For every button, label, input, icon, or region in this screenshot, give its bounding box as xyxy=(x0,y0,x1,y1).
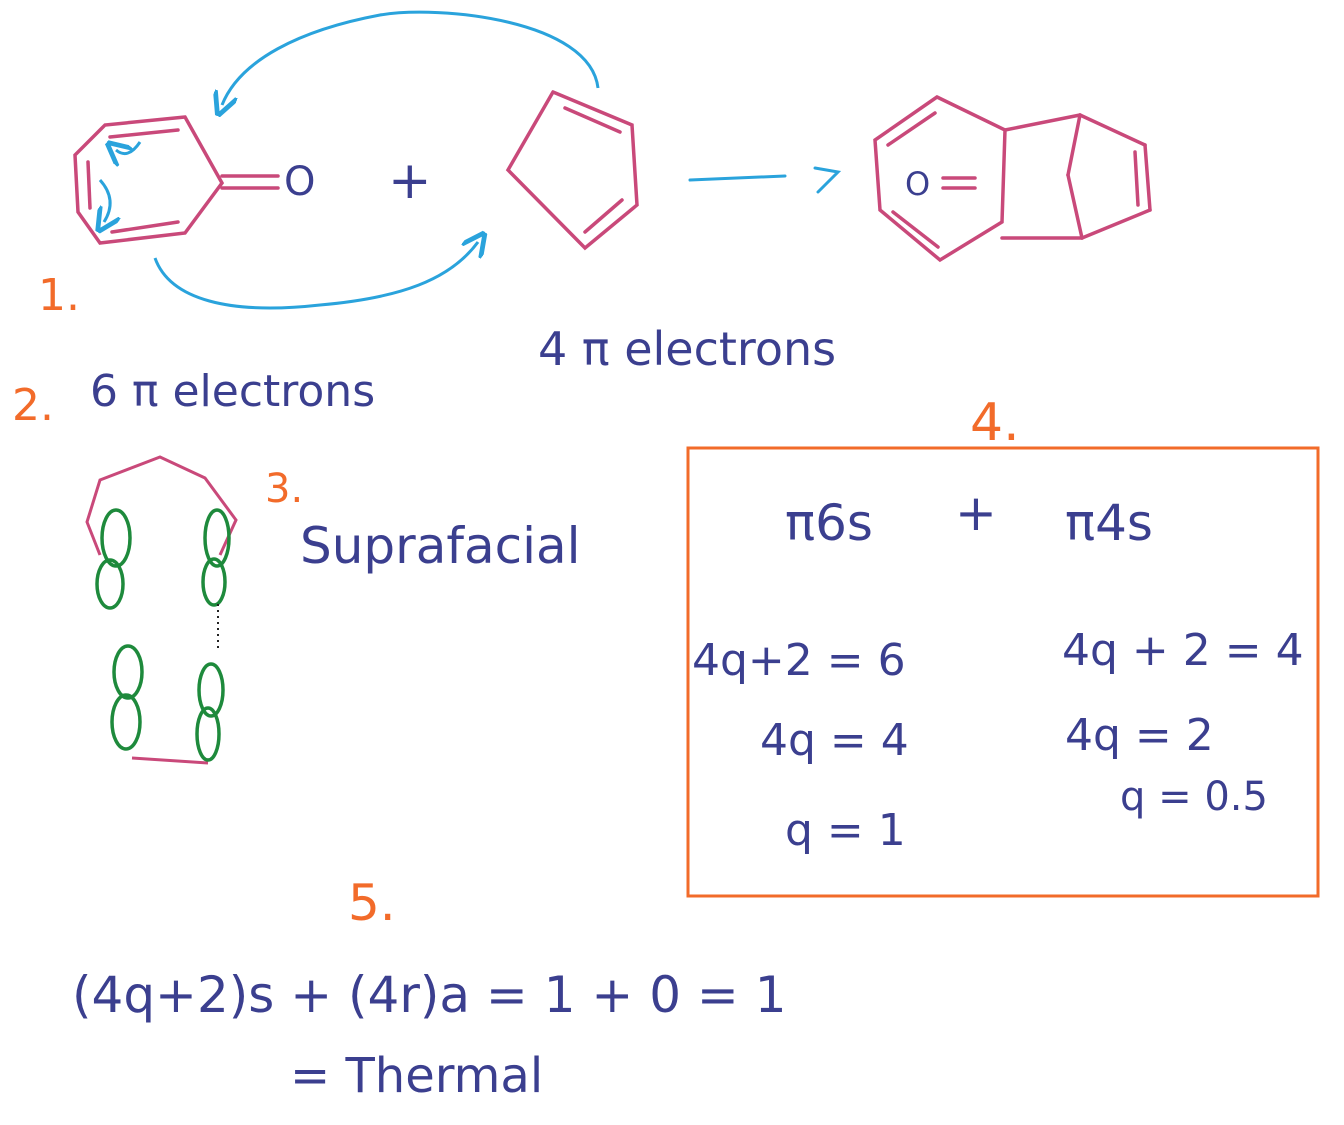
arrow-bottom xyxy=(153,242,478,310)
orbital-diagram xyxy=(85,455,238,765)
product-right-2 xyxy=(1143,143,1152,212)
tropone-oxygen: O xyxy=(284,159,315,205)
box-right-term: π4s xyxy=(1065,494,1153,552)
tropone-double-bond-left xyxy=(86,160,92,210)
cyclopentadiene-double-bond-1 xyxy=(563,106,622,134)
electron-push-arrows xyxy=(100,142,142,222)
box-left-eq-3: q = 1 xyxy=(785,805,906,856)
selection-rule-box xyxy=(686,446,1320,898)
cyclopentadiene-double-bond-2 xyxy=(583,198,624,234)
p-orbital-lobe xyxy=(203,508,231,568)
tropone-double-bond-bottom xyxy=(110,220,180,234)
product-bridge-top xyxy=(1003,113,1082,132)
triene-electron-count: 6 π electrons xyxy=(90,366,375,417)
box-left-eq-2: 4q = 4 xyxy=(760,715,909,766)
box-plus: + xyxy=(955,484,997,542)
box-left-term: π6s xyxy=(785,494,873,552)
diene-backbone xyxy=(131,756,209,765)
suprafacial-label: Suprafacial xyxy=(300,517,581,575)
box-right-eq-2: 4q = 2 xyxy=(1065,710,1214,761)
tropone-double-bond-top xyxy=(108,128,180,139)
p-orbital-lobe xyxy=(201,557,227,607)
product-right-1 xyxy=(1078,113,1147,147)
p-orbital-lobe xyxy=(112,644,144,700)
p-orbital-lobe xyxy=(100,508,132,568)
triene-backbone xyxy=(85,455,238,556)
step-2-label: 2. xyxy=(12,380,54,431)
tropone-molecule xyxy=(73,115,280,245)
step-4-label: 4. xyxy=(970,393,1020,453)
product-bridge-2 xyxy=(1066,173,1084,240)
reaction-arrow xyxy=(688,166,842,194)
product-double-bond-3 xyxy=(1133,150,1140,207)
product-double-bond-1 xyxy=(886,111,937,147)
cyclopentadiene-ring xyxy=(505,90,639,251)
step-3-label: 3. xyxy=(265,466,303,512)
p-orbital-lobe xyxy=(110,693,142,751)
diene-electron-count: 4 π electrons xyxy=(538,322,836,376)
product-right-3 xyxy=(1080,208,1152,240)
product-oxygen: O xyxy=(905,165,930,203)
arrow-top xyxy=(222,10,600,105)
box-left-eq-1: 4q+2 = 6 xyxy=(692,635,906,686)
step-1-label: 1. xyxy=(38,270,80,321)
reaction-plus: + xyxy=(388,151,432,211)
product-molecule xyxy=(873,95,1152,263)
step-5-label: 5. xyxy=(348,874,396,932)
cyclopentadiene-molecule xyxy=(505,90,639,251)
tropone-ring xyxy=(73,115,225,245)
thermal-conclusion: = Thermal xyxy=(290,1048,543,1104)
product-double-bond-2 xyxy=(891,210,940,249)
product-bridge-1 xyxy=(1066,113,1082,177)
p-orbital-lobe xyxy=(95,558,125,610)
p-orbital-lobe xyxy=(197,662,225,718)
woodward-hoffmann-sum: (4q+2)s + (4r)a = 1 + 0 = 1 xyxy=(72,966,787,1024)
p-orbital-lobe xyxy=(195,706,221,762)
box-right-eq-3: q = 0.5 xyxy=(1120,774,1268,820)
product-seven-ring xyxy=(873,95,1007,263)
box-right-eq-1: 4q + 2 = 4 xyxy=(1062,625,1304,676)
